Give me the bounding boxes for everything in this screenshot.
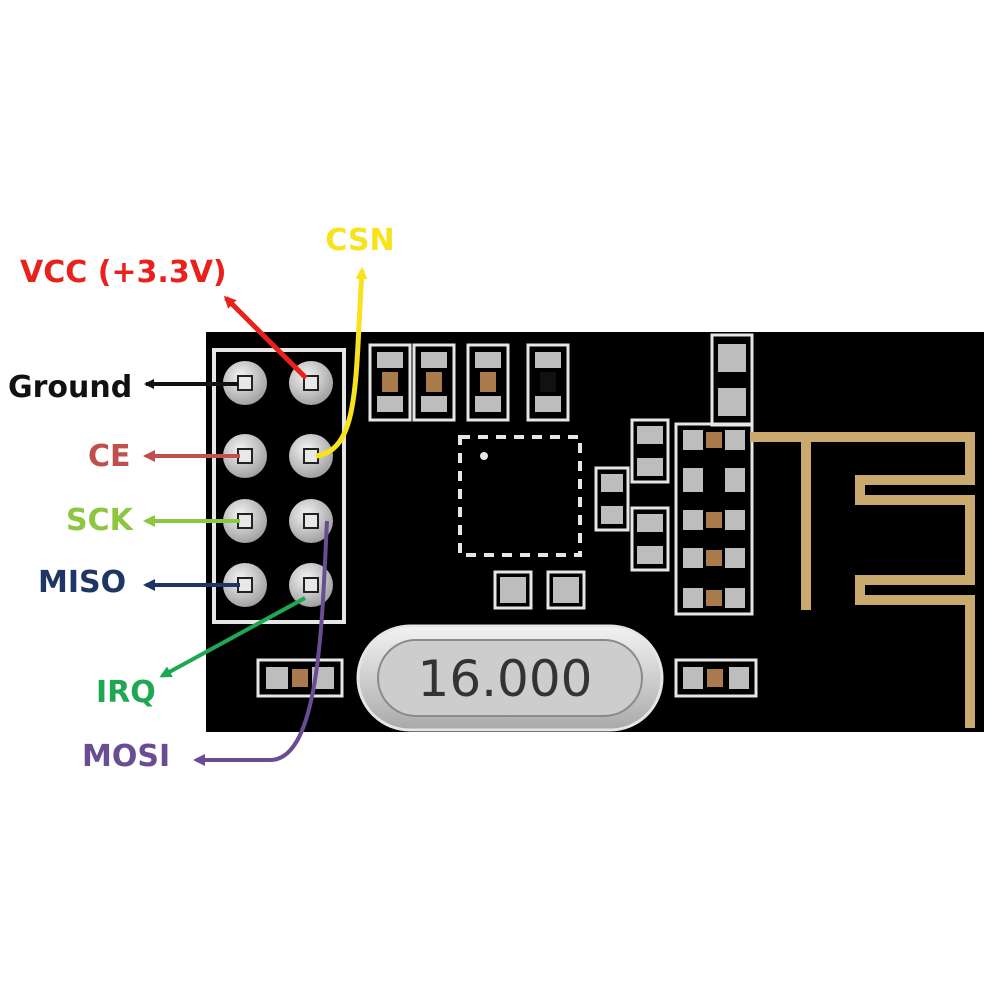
crystal-oscillator: 16.000 [356, 624, 664, 732]
label-ground: Ground [8, 370, 132, 405]
rf-chip [458, 435, 582, 557]
label-mosi: MOSI [82, 739, 170, 774]
label-ce: CE [88, 439, 131, 474]
pin-miso [223, 563, 267, 607]
pcb-antenna-trace [750, 432, 975, 728]
pin-csn [289, 434, 333, 478]
header-pins [223, 361, 333, 607]
pin-ground [223, 361, 267, 405]
label-miso: MISO [38, 565, 126, 600]
pin-ce [223, 434, 267, 478]
vcc-arrow [223, 295, 308, 380]
right-resistor-stack [674, 422, 754, 616]
label-irq: IRQ [96, 675, 156, 710]
bottom-right-resistor [674, 658, 758, 698]
csn-arrow [315, 267, 368, 459]
label-vcc: VCC (+3.3V) [20, 255, 227, 290]
pin-mosi [289, 499, 333, 543]
label-sck: SCK [66, 503, 135, 538]
small-component-pads [500, 344, 746, 603]
top-resistor-pads [377, 352, 561, 412]
pin-labels: VCC (+3.3V) CSN Ground CE SCK MISO IRQ M… [8, 223, 395, 774]
mosi-arrow [193, 520, 329, 766]
top-resistors [368, 343, 570, 422]
small-components [493, 333, 754, 610]
pin-arrows [143, 267, 368, 766]
label-csn: CSN [325, 223, 394, 258]
top-resistor-bodies [382, 372, 556, 392]
irq-arrow [159, 596, 306, 678]
crystal-frequency: 16.000 [418, 650, 593, 708]
